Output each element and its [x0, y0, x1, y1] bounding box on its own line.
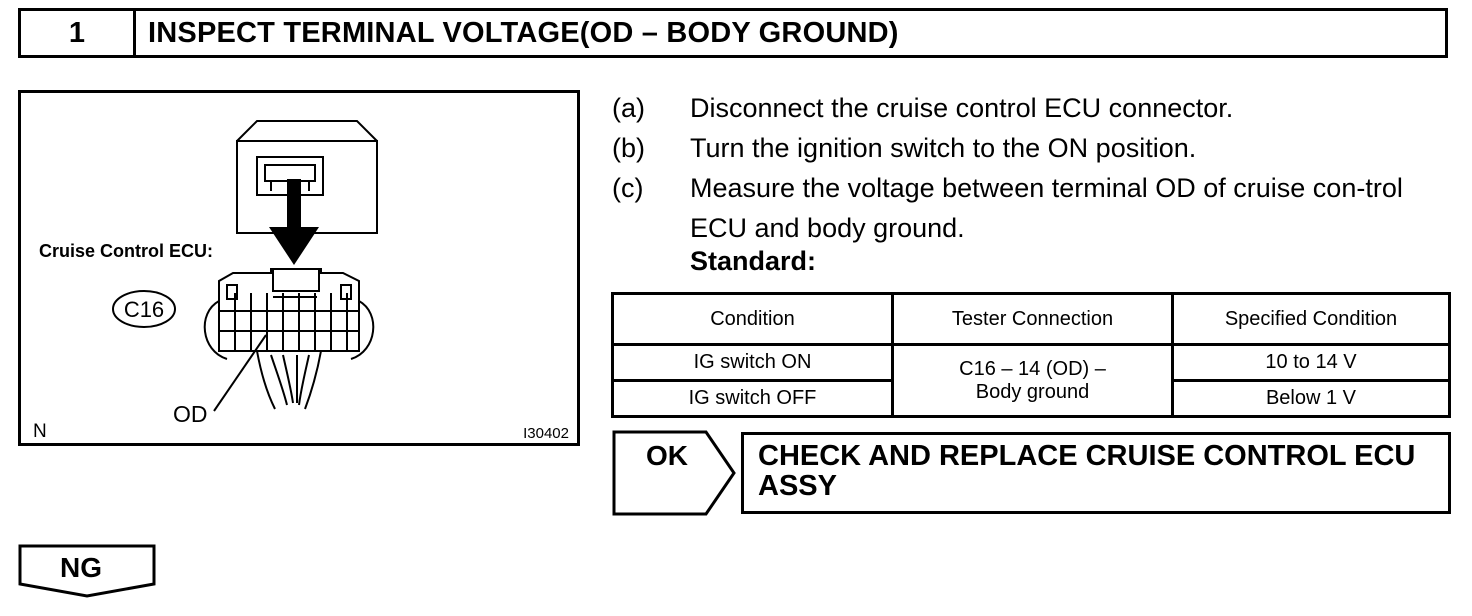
- connector-illustration: Cruise Control ECU: C16 OD N I30402: [18, 90, 580, 446]
- table-cell-specified: Below 1 V: [1171, 379, 1451, 418]
- ecu-connector-drawing: [112, 120, 378, 412]
- ok-label: OK: [646, 440, 688, 471]
- standard-table: Condition Tester Connection Specified Co…: [611, 291, 1451, 418]
- step-marker: (b): [612, 133, 645, 163]
- connector-code: C16: [123, 297, 165, 322]
- step-text: Turn the ignition switch to the ON posit…: [690, 133, 1197, 163]
- table-cell-tester-connection: C16 – 14 (OD) – Body ground: [891, 343, 1174, 418]
- corner-mark: N: [33, 421, 47, 442]
- standard-label: Standard:: [690, 246, 817, 276]
- table-cell-specified: 10 to 14 V: [1171, 343, 1451, 383]
- table-header: Tester Connection: [891, 291, 1174, 347]
- step-number: 1: [21, 11, 136, 55]
- table-header: Condition: [611, 291, 894, 347]
- table-cell-condition: IG switch ON: [611, 343, 894, 383]
- tester-connection-line2: Body ground: [975, 380, 1090, 403]
- step-title: INSPECT TERMINAL VOLTAGE(OD – BODY GROUN…: [148, 16, 899, 49]
- step-c: (c) Measure the voltage between terminal…: [612, 168, 1457, 248]
- illustration-code: I30402: [523, 425, 569, 442]
- table-header-row: Condition Tester Connection Specified Co…: [611, 291, 1451, 347]
- ng-label: NG: [60, 552, 102, 583]
- component-label: Cruise Control ECU:: [39, 241, 214, 261]
- step-marker: (a): [612, 93, 645, 123]
- terminal-label: OD: [173, 401, 208, 427]
- table-row: IG switch OFF Below 1 V: [611, 379, 1451, 418]
- procedure-steps: (a) Disconnect the cruise control ECU co…: [612, 88, 1457, 248]
- step-text: Disconnect the cruise control ECU connec…: [690, 93, 1234, 123]
- step-marker: (c): [612, 173, 644, 203]
- ok-arrow-icon: [612, 430, 736, 516]
- table-cell-condition: IG switch OFF: [611, 379, 894, 418]
- step-a: (a) Disconnect the cruise control ECU co…: [612, 88, 1457, 128]
- ng-arrow-icon: [18, 544, 156, 598]
- step-text: Measure the voltage between terminal OD …: [690, 173, 1403, 243]
- tester-connection-line1: C16 – 14 (OD) –: [959, 357, 1106, 380]
- table-header: Specified Condition: [1171, 291, 1451, 347]
- step-b: (b) Turn the ignition switch to the ON p…: [612, 128, 1457, 168]
- table-row: IG switch ON C16 – 14 (OD) – Body ground…: [611, 343, 1451, 418]
- ok-result-box: CHECK AND REPLACE CRUISE CONTROL ECU ASS…: [741, 432, 1451, 514]
- step-header: 1 INSPECT TERMINAL VOLTAGE(OD – BODY GRO…: [18, 8, 1448, 58]
